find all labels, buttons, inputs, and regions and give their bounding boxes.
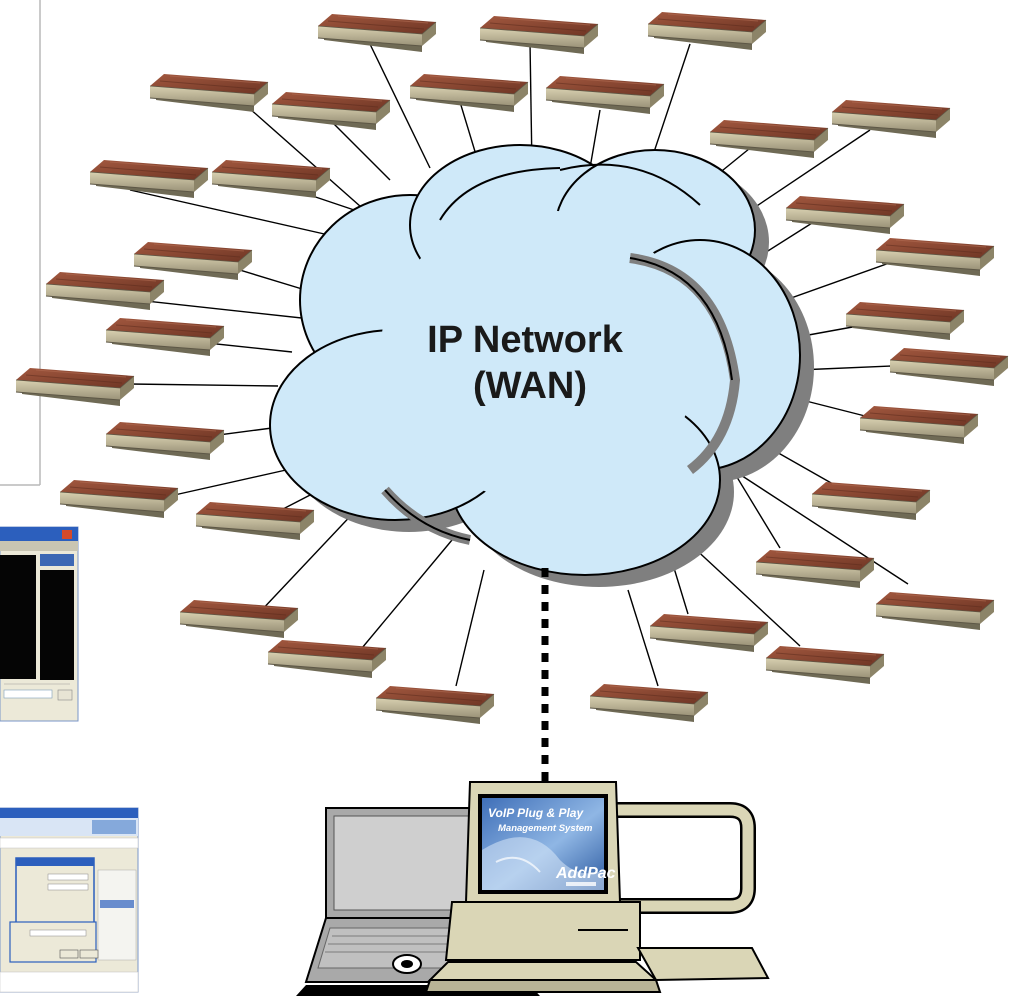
- voip-gateway-device: [709, 119, 829, 159]
- gateway-link: [361, 539, 453, 649]
- voip-gateway-device: [133, 241, 253, 281]
- gateway-link: [627, 589, 659, 687]
- software-screenshot-thumbnail-1: [0, 526, 79, 722]
- gateway-link: [129, 189, 343, 239]
- voip-gateway-device: [765, 645, 885, 685]
- gateway-link: [169, 469, 287, 497]
- gateway-link: [589, 109, 601, 169]
- page-frame: [0, 0, 41, 486]
- voip-gateway-device: [889, 347, 1009, 387]
- gateway-link: [257, 507, 359, 615]
- gateway-link: [673, 567, 689, 615]
- software-screenshot-thumbnail-2: [0, 807, 139, 993]
- management-pc: VoIP Plug & Play Management System AddPa…: [424, 781, 770, 993]
- voip-gateway-device: [589, 683, 709, 723]
- voip-gateway-device: [811, 481, 931, 521]
- ip-network-cloud: IP Network (WAN): [269, 144, 814, 587]
- voip-gateway-device: [179, 599, 299, 639]
- voip-gateway-device: [267, 639, 387, 679]
- voip-gateway-device: [875, 237, 995, 277]
- splash-brand: AddPac: [555, 865, 616, 882]
- network-label-line2: (WAN): [473, 365, 587, 407]
- voip-gateway-device: [211, 159, 331, 199]
- voip-gateway-device: [317, 13, 437, 53]
- voip-gateway-device: [195, 501, 315, 541]
- gateway-link: [455, 569, 485, 687]
- voip-gateway-device: [105, 421, 225, 461]
- voip-gateway-device: [271, 91, 391, 131]
- splash-subtitle: Management System: [498, 823, 593, 834]
- voip-gateway-device: [59, 479, 179, 519]
- gateway-link: [729, 467, 909, 585]
- voip-gateway-device: [649, 613, 769, 653]
- voip-gateway-device: [45, 271, 165, 311]
- splash-screen: VoIP Plug & Play Management System AddPa…: [482, 798, 616, 890]
- voip-gateway-device: [859, 405, 979, 445]
- gateway-link: [367, 39, 431, 169]
- voip-gateway-device: [105, 317, 225, 357]
- voip-gateway-device: [89, 159, 209, 199]
- voip-gateway-device: [845, 301, 965, 341]
- splash-title: VoIP Plug & Play: [488, 806, 584, 820]
- gateway-link: [239, 99, 379, 223]
- voip-gateway-device: [875, 591, 995, 631]
- gateway-link: [801, 399, 866, 417]
- voip-gateway-device: [479, 15, 599, 55]
- gateway-link: [129, 383, 279, 387]
- voip-gateway-device: [755, 549, 875, 589]
- voip-gateway-device: [647, 11, 767, 51]
- voip-gateway-device: [545, 75, 665, 115]
- voip-gateway-device: [149, 73, 269, 113]
- voip-gateway-device: [409, 73, 529, 113]
- voip-gateway-device: [15, 367, 135, 407]
- network-label-line1: IP Network: [427, 319, 624, 361]
- voip-gateway-device: [375, 685, 495, 725]
- voip-gateway-device: [831, 99, 951, 139]
